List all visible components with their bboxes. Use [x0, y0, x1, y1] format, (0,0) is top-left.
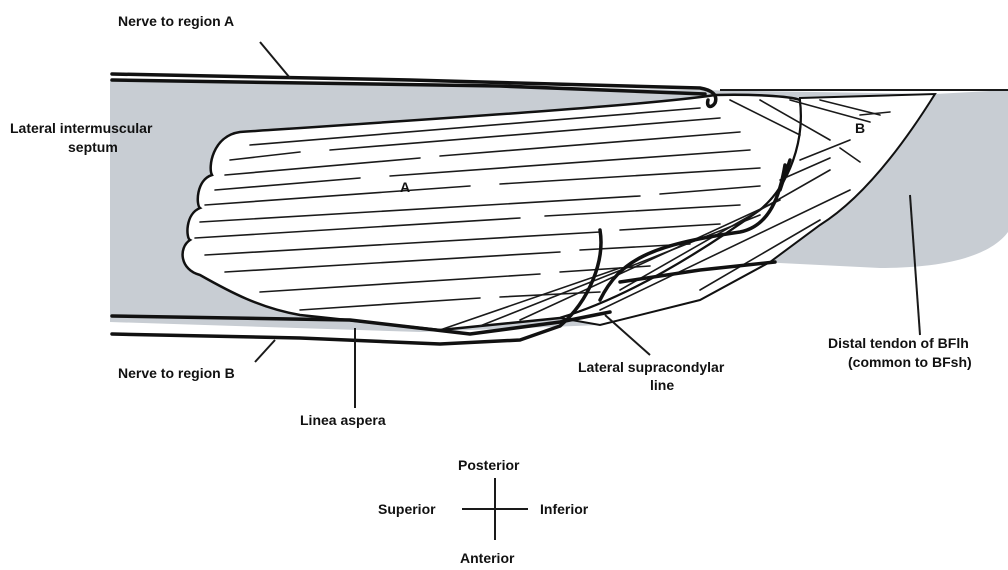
label-distal-tendon-1: Distal tendon of BFlh: [828, 335, 969, 351]
label-lateral-supracondylar-2: line: [650, 377, 674, 393]
label-inferior: Inferior: [540, 501, 589, 517]
label-anterior: Anterior: [460, 550, 515, 566]
orientation-cross: [462, 478, 528, 540]
label-linea-aspera: Linea aspera: [300, 412, 386, 428]
label-nerve-to-region-b: Nerve to region B: [118, 365, 235, 381]
label-region-b: B: [855, 120, 865, 136]
label-region-a: A: [400, 179, 410, 195]
label-lateral-septum-1: Lateral intermuscular: [10, 120, 153, 136]
supracondylar-leader: [605, 315, 650, 355]
label-superior: Superior: [378, 501, 436, 517]
label-lateral-septum-2: septum: [68, 139, 118, 155]
label-nerve-to-region-a: Nerve to region A: [118, 13, 234, 29]
nerve-b-leader: [255, 340, 275, 362]
label-lateral-supracondylar-1: Lateral supracondylar: [578, 359, 725, 375]
label-posterior: Posterior: [458, 457, 520, 473]
nerve-a-leader: [260, 42, 290, 78]
label-distal-tendon-2: (common to BFsh): [848, 354, 972, 370]
